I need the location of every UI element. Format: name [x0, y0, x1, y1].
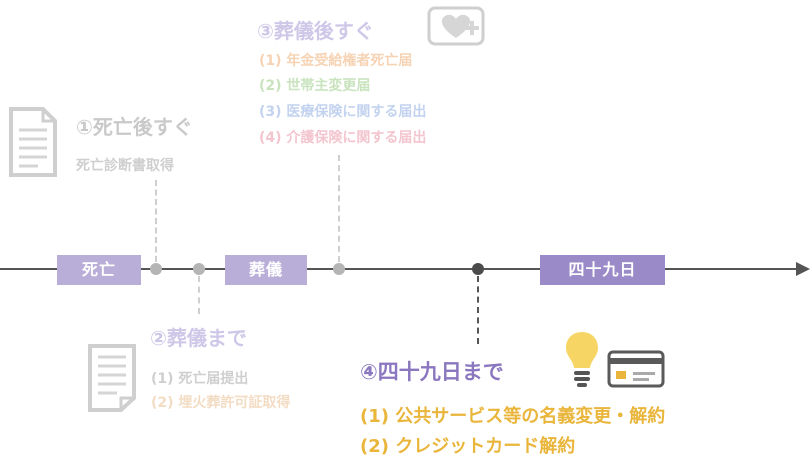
tag-funeral: 葬儀: [225, 255, 307, 285]
step2-title: ②葬儀まで: [150, 326, 247, 350]
timeline-dot-step1: [150, 263, 162, 275]
document-icon: [8, 106, 58, 178]
heart-plus-icon: [427, 6, 485, 46]
connector-step1: [155, 180, 157, 262]
timeline-dot-step4: [472, 263, 484, 275]
step4-item-2: (2) クレジットカード解約: [360, 436, 576, 457]
step3-item-3: (3) 医療保険に関する届出: [259, 104, 427, 120]
step3-title: ③葬儀後すぐ: [257, 19, 374, 43]
timeline-line: [0, 268, 800, 270]
lightbulb-icon: [563, 330, 601, 388]
connector-step4: [477, 276, 479, 344]
timeline-dot-step3: [333, 263, 345, 275]
step2-item-2: (2) 埋火葬許可証取得: [151, 395, 291, 411]
step3-item-4: (4) 介護保険に関する届出: [259, 130, 427, 146]
connector-step3: [338, 155, 340, 262]
step3-item-1: (1) 年金受給権者死亡届: [259, 53, 413, 69]
tag-death: 死亡: [57, 255, 141, 285]
step1-item-1: 死亡診断書取得: [76, 158, 174, 174]
connector-step2: [198, 276, 200, 314]
timeline-arrow-icon: [796, 262, 810, 276]
timeline-dot-step2: [193, 263, 205, 275]
tag-49th-day: 四十九日: [540, 255, 665, 285]
credit-card-icon: [607, 350, 665, 388]
step1-title: ①死亡後すぐ: [76, 115, 193, 139]
document-icon: [87, 343, 137, 413]
step4-item-1: (1) 公共サービス等の名義変更・解約: [360, 406, 666, 427]
step2-item-1: (1) 死亡届提出: [151, 371, 249, 387]
step4-title: ④四十九日まで: [360, 360, 504, 384]
step3-item-2: (2) 世帯主変更届: [259, 78, 371, 94]
